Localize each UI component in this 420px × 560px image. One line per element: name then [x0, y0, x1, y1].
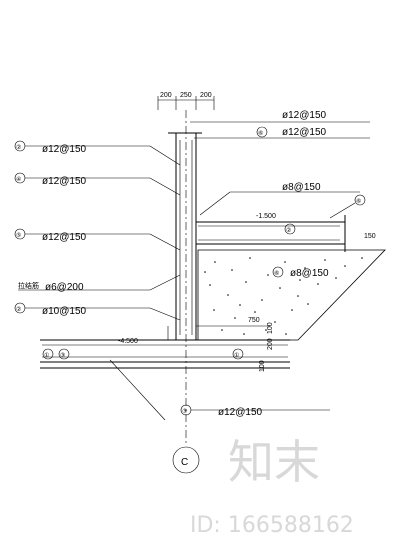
- dim-200-right: 200: [200, 92, 212, 99]
- right-annotations: ø12@150 ⑥ ø12@150 ø8@150 -1.500 ⑥ ② 150 …: [109, 110, 376, 421]
- tag-6a: ⑥: [258, 130, 263, 137]
- tag-6b: ⑥: [356, 198, 361, 205]
- axis-c: C: [172, 110, 200, 474]
- watermark-brand: 知末: [228, 435, 320, 489]
- watermark: 知末 ID: 166588162: [190, 435, 354, 538]
- tag-6c: ⑥: [274, 270, 279, 277]
- watermark-id: ID: 166588162: [190, 513, 354, 538]
- soil-fill: [197, 249, 386, 341]
- tag-5: ⑤: [16, 232, 21, 239]
- rebar-label-8: ø10@150: [42, 306, 87, 317]
- tag-2c: ②: [286, 227, 291, 234]
- rebar-label-1: ø12@150: [42, 144, 87, 155]
- left-annotations: ② ø12@150 ④ ø12@150 ⑤ ø12@150 拉结筋 ø6@200…: [14, 140, 244, 360]
- tag-2a: ②: [16, 144, 21, 151]
- retaining-wall: [168, 132, 202, 340]
- rebar-prefix-7: 拉结筋: [18, 281, 39, 290]
- rebar-label-6: ø12@150: [282, 127, 327, 138]
- dim-200-left: 200: [160, 92, 172, 99]
- tag-1b: ①: [234, 352, 239, 359]
- upper-slab: [196, 215, 346, 252]
- rebar-label-7: ø6@200: [45, 282, 84, 293]
- rebar-label-3: ø12@150: [42, 232, 87, 243]
- dim-250: 250: [180, 92, 192, 99]
- dim-100b: 100: [267, 322, 274, 334]
- rebar-label-10: ø12@150: [218, 407, 263, 418]
- rebar-label-2: ø12@150: [42, 176, 87, 187]
- dim-100a: 100: [259, 360, 266, 372]
- axis-label: C: [181, 457, 188, 468]
- top-dimension: 200 250 200: [157, 92, 215, 110]
- rebar-label-9: ø8@150: [290, 268, 329, 279]
- tag-2b: ②: [16, 306, 21, 313]
- dim-150: 150: [364, 233, 376, 240]
- tag-3b: ③: [182, 408, 187, 415]
- rebar-label-5: ø8@150: [282, 182, 321, 193]
- rebar-label-4: ø12@150: [282, 110, 327, 121]
- tag-1a: ①: [44, 352, 49, 359]
- tag-3a: ③: [60, 352, 65, 359]
- footing: [40, 325, 290, 369]
- dim-750: 750: [248, 317, 260, 324]
- tag-4: ④: [16, 176, 21, 183]
- dim-200: 200: [267, 338, 274, 350]
- level-l2: -4.500: [118, 338, 138, 345]
- level-l1: -1.500: [256, 213, 276, 220]
